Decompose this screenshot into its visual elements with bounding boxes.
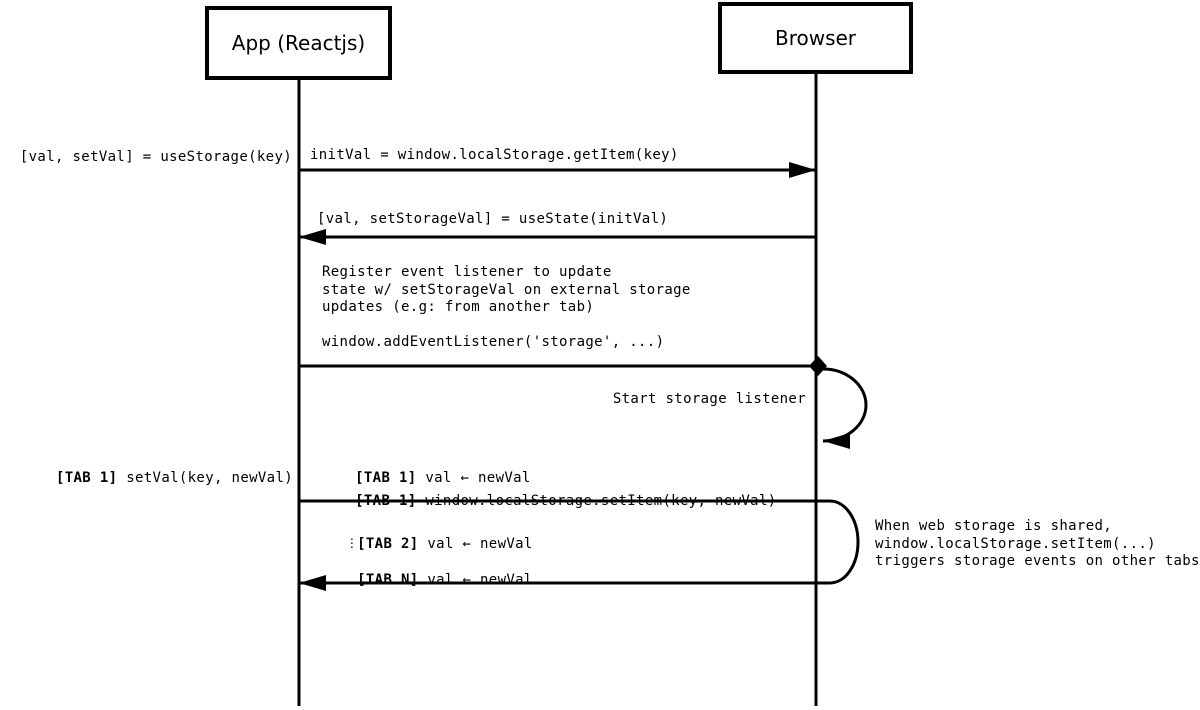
diamond-connector-icon xyxy=(809,356,827,376)
actor-app-label: App (Reactjs) xyxy=(231,31,366,55)
tab1-setitem-tag: [TAB 1] xyxy=(355,493,417,509)
ellipsis-icon: ⋮ xyxy=(345,536,359,550)
tab1-setitem-text: window.localStorage.setItem(key, newVal) xyxy=(416,493,777,509)
actor-app-box: App (Reactjs) xyxy=(205,6,392,80)
loop-storage-events xyxy=(299,499,860,591)
tab1-val-text: val ← newVal xyxy=(416,470,531,486)
tab2-val-text: val ← newVal xyxy=(418,536,533,552)
label-use-state: [val, setStorageVal] = useState(initVal) xyxy=(317,211,669,227)
label-get-item: initVal = window.localStorage.getItem(ke… xyxy=(310,147,679,163)
note-shared-storage: When web storage is shared, window.local… xyxy=(875,518,1200,569)
tab1-tag: [TAB 1] xyxy=(55,470,118,486)
tab2-val-tag: [TAB 2] xyxy=(357,536,419,552)
tab1-val-tag: [TAB 1] xyxy=(355,470,417,486)
tabn-val-tag: [TAB N] xyxy=(357,572,419,588)
label-tab2-val: [TAB 2] val ← newVal xyxy=(322,517,533,571)
label-use-storage-call: [val, setVal] = useStorage(key) xyxy=(19,149,292,165)
tabn-val-text: val ← newVal xyxy=(418,572,533,588)
label-tab1-setitem: [TAB 1] window.localStorage.setItem(key,… xyxy=(320,474,777,528)
note-register-listener: Register event listener to update state … xyxy=(322,264,691,350)
label-start-listener: Start storage listener xyxy=(612,391,806,407)
actor-browser-label: Browser xyxy=(774,26,857,50)
label-tabn-val: [TAB N] val ← newVal xyxy=(322,553,533,607)
loop-start-listener xyxy=(822,367,868,449)
label-tab1-setval: [TAB 1] setVal(key, newVal) xyxy=(0,451,293,505)
actor-browser-box: Browser xyxy=(718,2,913,74)
label-tab1-val: [TAB 1] val ← newVal xyxy=(320,451,531,505)
tab1-call: setVal(key, newVal) xyxy=(117,470,293,486)
